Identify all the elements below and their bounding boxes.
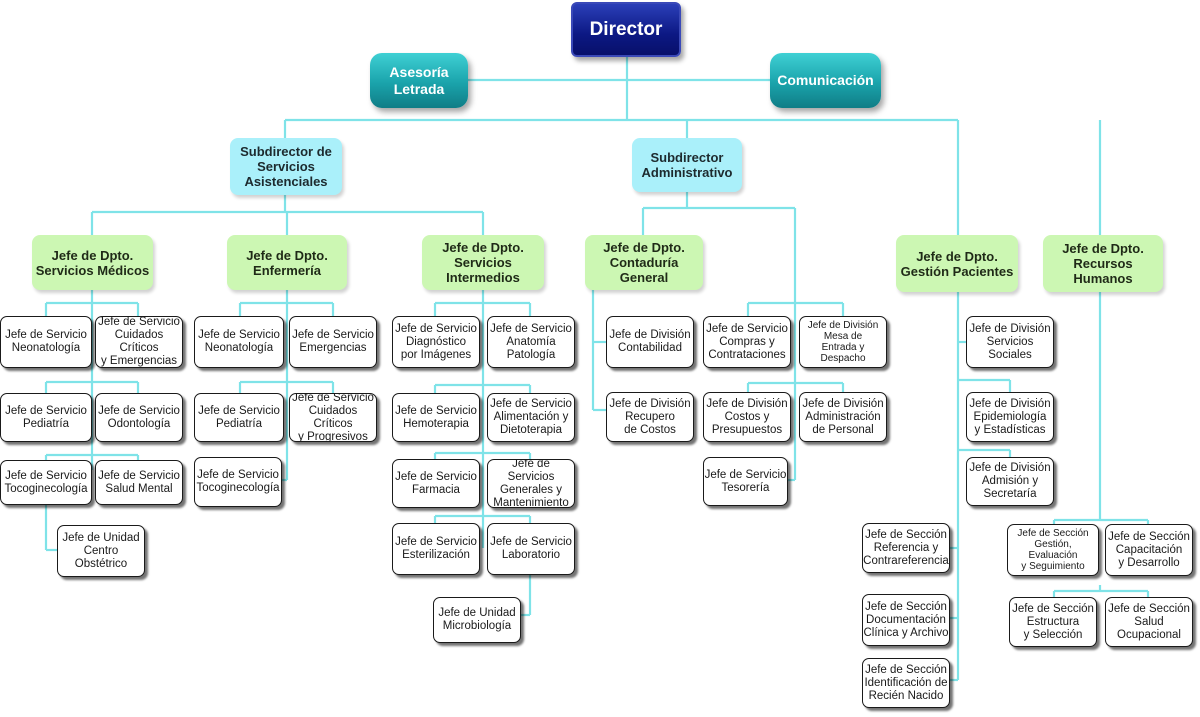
unit-medical-obstetric-center: Jefe de Unidad Centro Obstétrico (57, 525, 145, 577)
unit-label: Jefe de Servicio Neonatología (198, 329, 280, 354)
dept-nursing: Jefe de Dpto. Enfermería (227, 235, 347, 290)
subdirector-care-box: Subdirector de Servicios Asistenciales (230, 138, 342, 195)
unit-label: Jefe de Servicio Farmacia (395, 470, 477, 496)
unit-label: Jefe de Servicio Alimentación y Dietoter… (490, 398, 572, 436)
unit-management-evaluation: Jefe de Sección Gestión, Evaluación y Se… (1007, 524, 1099, 576)
unit-nursing-critical-care: Jefe de Servicio Cuidados Críticos y Pro… (289, 393, 377, 442)
subdirector-care-label: Subdirector de Servicios Asistenciales (240, 144, 332, 189)
dept-patient-management: Jefe de Dpto. Gestión Pacientes (896, 235, 1018, 292)
unit-accounting: Jefe de División Contabilidad (606, 316, 694, 368)
unit-medical-dentistry: Jefe de Servicio Odontología (95, 393, 183, 442)
dept-human-resources: Jefe de Dpto. Recursos Humanos (1043, 235, 1163, 292)
unit-label: Jefe de Servicio Pediatría (5, 404, 87, 430)
unit-label: Jefe de Servicio Tocoginecología (196, 469, 280, 494)
unit-admissions: Jefe de División Admisión y Secretaría (966, 457, 1054, 506)
unit-label: Jefe de División Administración de Perso… (802, 397, 884, 436)
unit-referrals: Jefe de Sección Referencia y Contrarefer… (862, 523, 950, 573)
unit-social-services: Jefe de División Servicios Sociales (966, 316, 1054, 368)
unit-microbiology: Jefe de Unidad Microbiología (433, 597, 521, 643)
unit-label: Jefe de Unidad Centro Obstétrico (62, 531, 140, 570)
dept-label: Jefe de Dpto. Servicios Médicos (35, 247, 150, 278)
unit-label: Jefe de Servicio Cuidados Críticos y Eme… (98, 316, 180, 367)
dept-label: Jefe de Dpto. Contaduría General (603, 240, 685, 285)
unit-label: Jefe de Servicio Odontología (98, 404, 180, 430)
unit-label: Jefe de División Costos y Presupuestos (706, 397, 788, 436)
unit-medical-pediatrics: Jefe de Servicio Pediatría (0, 393, 92, 442)
unit-front-desk: Jefe de División Mesa de Entrada y Despa… (799, 316, 887, 368)
legal-advisory-label: Asesoría Letrada (389, 63, 449, 97)
dept-label: Jefe de Dpto. Enfermería (246, 247, 328, 278)
unit-label: Jefe de Servicio Compras y Contratacione… (706, 322, 788, 361)
unit-label: Jefe de División Recupero de Costos (609, 397, 691, 436)
subdirector-admin-label: Subdirector Administrativo (641, 150, 733, 180)
dept-label: Jefe de Dpto. Gestión Pacientes (900, 248, 1014, 279)
dept-label: Jefe de Dpto. Recursos Humanos (1062, 241, 1144, 286)
unit-label: Jefe de Servicio Tesorería (704, 468, 787, 494)
unit-nursing-emergencies: Jefe de Servicio Emergencias (289, 316, 377, 368)
unit-nursing-gynecology: Jefe de Servicio Tocoginecología (194, 457, 282, 507)
unit-label: Jefe de Servicio Emergencias (292, 329, 374, 354)
unit-label: Jefe de Servicio Hemoterapia (395, 404, 477, 430)
unit-label: Jefe de Servicio Tocoginecología (4, 469, 88, 495)
unit-label: Jefe de División Mesa de Entrada y Despa… (807, 320, 879, 364)
dept-medical-services: Jefe de Dpto. Servicios Médicos (32, 235, 153, 290)
unit-medical-gynecology: Jefe de Servicio Tocoginecología (0, 460, 92, 505)
unit-label: Jefe de División Contabilidad (609, 329, 691, 354)
legal-advisory-box: Asesoría Letrada (370, 53, 468, 108)
unit-costs-budgets: Jefe de División Costos y Presupuestos (703, 392, 791, 442)
dept-label: Jefe de Dpto. Servicios Intermedios (442, 240, 524, 285)
dept-intermediate-services: Jefe de Dpto. Servicios Intermedios (422, 235, 544, 290)
unit-hemotherapy: Jefe de Servicio Hemoterapia (392, 393, 480, 442)
unit-imaging: Jefe de Servicio Diagnóstico por Imágene… (392, 316, 480, 368)
unit-personnel: Jefe de División Administración de Perso… (799, 392, 887, 442)
unit-pharmacy: Jefe de Servicio Farmacia (392, 459, 480, 508)
unit-epidemiology: Jefe de División Epidemiología y Estadís… (966, 392, 1054, 442)
unit-label: Jefe de División Admisión y Secretaría (969, 462, 1051, 500)
unit-training: Jefe de Sección Capacitación y Desarroll… (1105, 524, 1193, 576)
unit-newborn-identification: Jefe de Sección Identificación de Recién… (862, 658, 950, 708)
unit-nursing-pediatrics: Jefe de Servicio Pediatría (194, 393, 284, 442)
unit-label: Jefe de Sección Salud Ocupacional (1108, 602, 1190, 641)
unit-laboratory: Jefe de Servicio Laboratorio (487, 523, 575, 575)
unit-label: Jefe de Servicio Diagnóstico por Imágene… (395, 322, 477, 361)
unit-cost-recovery: Jefe de División Recupero de Costos (606, 392, 694, 442)
unit-nursing-neonatology: Jefe de Servicio Neonatología (194, 316, 284, 368)
unit-label: Jefe de Servicio Anatomía Patología (490, 322, 572, 361)
unit-label: Jefe de Sección Estructura y Selección (1012, 602, 1094, 641)
director-box: Director (571, 2, 681, 57)
unit-medical-critical-care: Jefe de Servicio Cuidados Críticos y Eme… (95, 316, 183, 368)
director-label: Director (589, 18, 663, 40)
unit-pathology: Jefe de Servicio Anatomía Patología (487, 316, 575, 368)
unit-nutrition: Jefe de Servicio Alimentación y Dietoter… (487, 393, 575, 442)
unit-label: Jefe de Sección Capacitación y Desarroll… (1108, 530, 1190, 569)
unit-label: Jefe de Servicio Pediatría (198, 404, 280, 430)
unit-label: Jefe de Sección Identificación de Recién… (864, 663, 948, 702)
unit-label: Jefe de Sección Gestión, Evaluación y Se… (1017, 528, 1089, 572)
unit-clinical-records: Jefe de Sección Documentación Clínica y … (862, 594, 950, 646)
unit-label: Jefe de Sección Documentación Clínica y … (863, 600, 949, 639)
unit-label: Jefe de Unidad Microbiología (438, 607, 516, 632)
unit-purchasing: Jefe de Servicio Compras y Contratacione… (703, 316, 791, 368)
unit-label: Jefe de Servicio Laboratorio (490, 536, 572, 561)
unit-label: Jefe de División Epidemiología y Estadís… (969, 397, 1051, 436)
unit-label: Jefe de Servicio Esterilización (395, 536, 477, 561)
communication-box: Comunicación (770, 53, 881, 108)
unit-label: Jefe de Servicio Neonatología (5, 329, 87, 354)
unit-label: Jefe de Sección Referencia y Contrarefer… (863, 528, 949, 567)
unit-general-maintenance: Jefe de Servicios Generales y Mantenimie… (487, 459, 575, 508)
dept-accounting: Jefe de Dpto. Contaduría General (585, 235, 703, 290)
unit-sterilization: Jefe de Servicio Esterilización (392, 523, 480, 575)
communication-label: Comunicación (777, 72, 874, 88)
unit-label: Jefe de Servicio Cuidados Críticos y Pro… (292, 393, 374, 442)
unit-treasury: Jefe de Servicio Tesorería (703, 457, 788, 506)
unit-medical-neonatology: Jefe de Servicio Neonatología (0, 316, 92, 368)
unit-label: Jefe de Servicios Generales y Mantenimie… (493, 459, 569, 508)
subdirector-admin-box: Subdirector Administrativo (632, 138, 742, 192)
unit-label: Jefe de División Servicios Sociales (969, 322, 1051, 361)
unit-medical-mental-health: Jefe de Servicio Salud Mental (95, 460, 183, 505)
unit-occupational-health: Jefe de Sección Salud Ocupacional (1105, 597, 1193, 647)
unit-label: Jefe de Servicio Salud Mental (98, 469, 180, 495)
unit-structure-selection: Jefe de Sección Estructura y Selección (1009, 597, 1097, 647)
